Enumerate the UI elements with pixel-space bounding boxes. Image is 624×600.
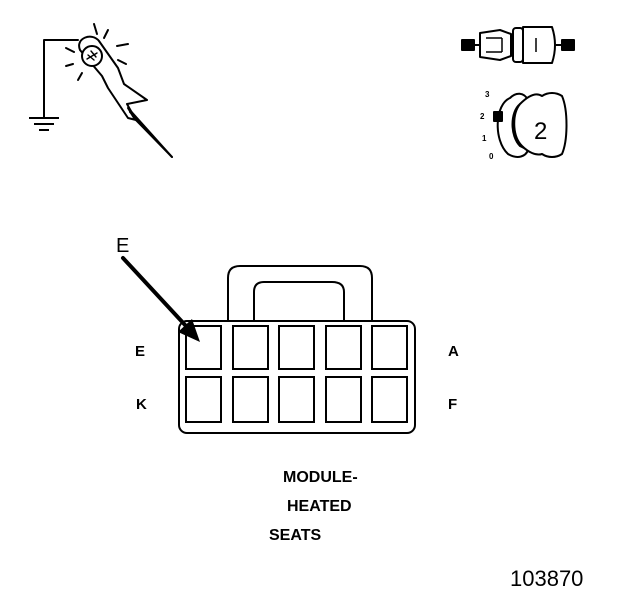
ignition-position-labels: 3 2 1 0 xyxy=(480,90,494,161)
ignition-position-0: 0 xyxy=(489,152,494,161)
figure-number: 103870 xyxy=(510,566,583,591)
ignition-position-3: 3 xyxy=(485,90,490,99)
caption-line-3: SEATS xyxy=(269,527,321,544)
row1-right-label: A xyxy=(448,343,459,360)
row1-left-label: E xyxy=(135,343,145,360)
caption-line-1: MODULE- xyxy=(283,469,358,486)
connector-disconnect-icon xyxy=(461,26,575,64)
ignition-position-1: 1 xyxy=(482,134,487,143)
ignition-key-number: 2 xyxy=(534,118,547,145)
ignition-position-2: 2 xyxy=(480,112,485,121)
cavity-D xyxy=(232,325,269,370)
ground-symbol-icon xyxy=(29,117,59,131)
arrow-label: E xyxy=(116,235,129,257)
test-light-probe-icon xyxy=(43,23,173,158)
cavity-H xyxy=(278,376,315,423)
cavity-G xyxy=(325,376,362,423)
pointer-arrow xyxy=(121,256,200,342)
cavity-A xyxy=(371,325,408,370)
cavity-J xyxy=(232,376,269,423)
row2-left-label: K xyxy=(136,396,147,413)
cavity-C xyxy=(278,325,315,370)
cavity-K xyxy=(185,376,222,423)
ignition-key-icon xyxy=(493,92,568,158)
caption-line-2: HEATED xyxy=(287,498,352,515)
cavity-F xyxy=(371,376,408,423)
row2-right-label: F xyxy=(448,396,457,413)
cavity-B xyxy=(325,325,362,370)
